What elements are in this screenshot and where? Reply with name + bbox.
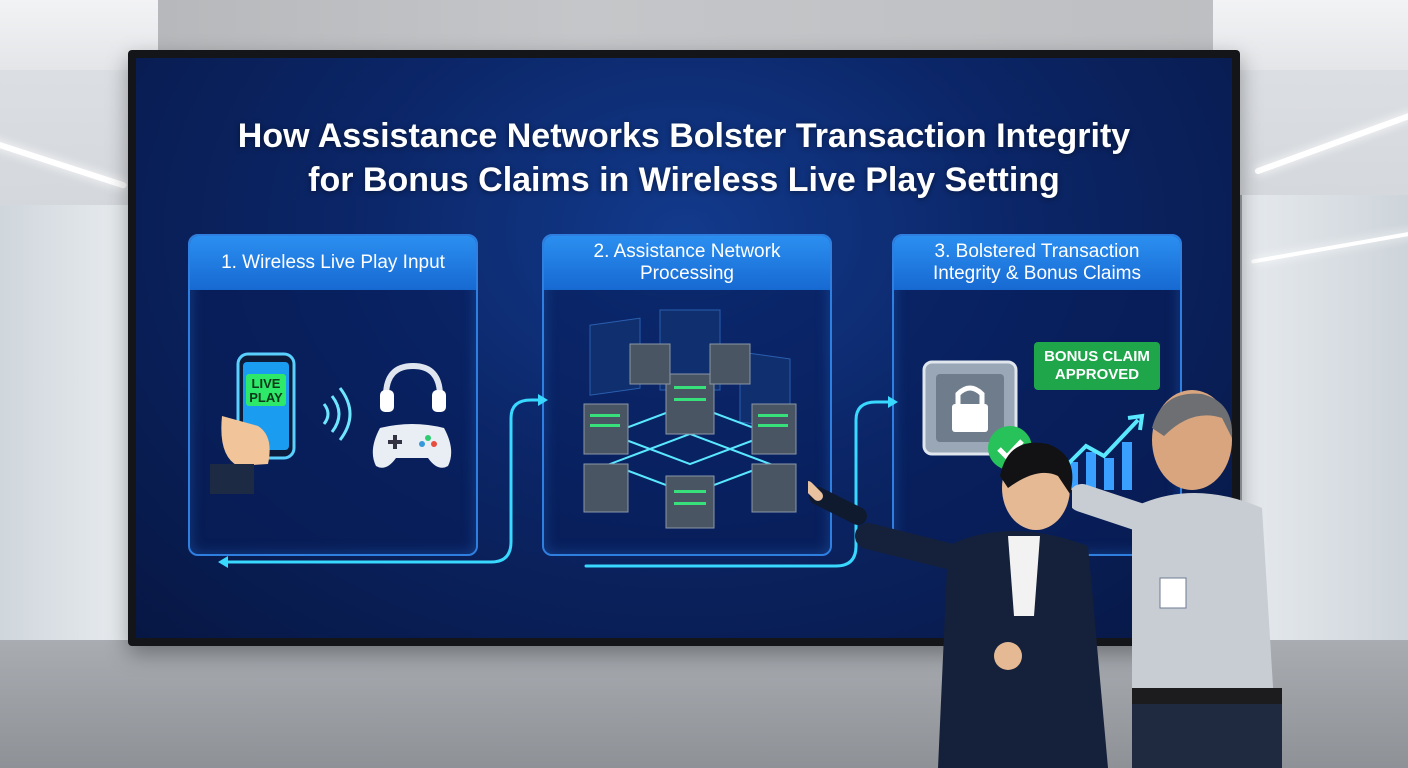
presenter-woman bbox=[808, 442, 1108, 768]
panel-bolstered-integrity-bonus-claims: 3. Bolstered Transaction Integrity & Bon… bbox=[892, 234, 1182, 556]
panel-wireless-live-play-input: 1. Wireless Live Play Input LIVE PLAY bbox=[188, 234, 478, 556]
slide-title-line-2: for Bonus Claims in Wireless Live Play S… bbox=[308, 161, 1060, 199]
panel-assistance-network-processing: 2. Assistance Network Processing bbox=[542, 234, 832, 556]
flow-connectors bbox=[218, 394, 898, 568]
arrow-head-back bbox=[218, 556, 228, 568]
arrow-head-1 bbox=[538, 394, 548, 406]
phone-screen-label: LIVE PLAY bbox=[249, 376, 283, 405]
slide-title-line-1: How Assistance Networks Bolster Transact… bbox=[237, 117, 1131, 155]
ceiling-light-left bbox=[0, 136, 128, 190]
headset-icon bbox=[380, 362, 446, 412]
slide-title: How Assistance Networks Bolster Transact… bbox=[136, 114, 1232, 202]
growth-chart-icon bbox=[1060, 413, 1145, 490]
gamepad-icon bbox=[372, 424, 452, 468]
presenter-man bbox=[1072, 390, 1282, 768]
glass-partition-left bbox=[0, 205, 132, 665]
panel-1-heading: 1. Wireless Live Play Input bbox=[190, 236, 476, 290]
panel-2-heading: 2. Assistance Network Processing bbox=[544, 236, 830, 290]
server-network-icon bbox=[583, 309, 797, 529]
flow-line-2-to-3 bbox=[584, 400, 890, 568]
bonus-claim-approved-badge: BONUS CLAIM APPROVED bbox=[1034, 342, 1160, 390]
vault-lock-icon bbox=[922, 360, 1018, 456]
flow-line-1-to-2 bbox=[226, 398, 540, 564]
ceiling-light-right bbox=[1254, 111, 1408, 175]
wireless-signal-icon bbox=[322, 387, 352, 441]
smartphone-icon bbox=[210, 352, 296, 494]
panel-3-heading: 3. Bolstered Transaction Integrity & Bon… bbox=[894, 236, 1180, 290]
display-monitor: How Assistance Networks Bolster Transact… bbox=[128, 50, 1240, 646]
arrow-head-2 bbox=[888, 396, 898, 408]
